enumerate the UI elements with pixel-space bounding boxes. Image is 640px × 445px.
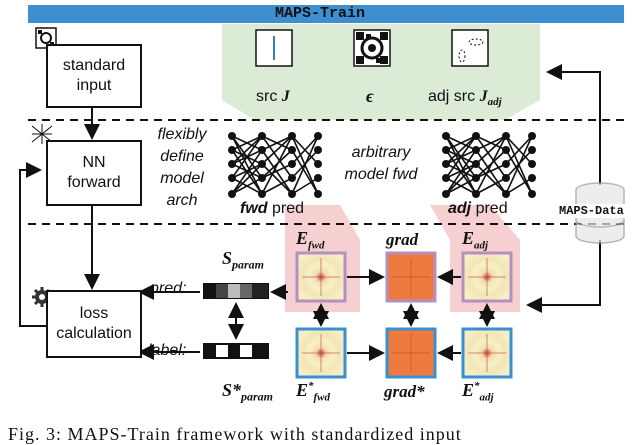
src-j-label: src J xyxy=(256,88,290,105)
standard-input-label: standard input xyxy=(62,57,126,94)
title-text: MAPS-Train xyxy=(274,5,365,22)
label-strip xyxy=(203,343,269,359)
e-adj-label: Eadj xyxy=(462,228,489,252)
grad-label: grad xyxy=(386,230,419,249)
nn-fwd xyxy=(231,135,319,195)
epsilon-label: ϵ xyxy=(366,86,374,106)
nn-forward-box: NN forward xyxy=(46,140,142,206)
network-icon xyxy=(31,124,53,144)
pred-strip xyxy=(203,283,269,299)
adj-pred-label: adj pred xyxy=(448,200,508,217)
flexibly-text: flexibly define model arch xyxy=(157,126,207,209)
fwd-pred-label: fwd pred xyxy=(240,200,305,217)
grad-star-label: grad* xyxy=(384,382,425,401)
nn-forward-label: NN forward xyxy=(67,154,121,191)
label-label: label: xyxy=(148,342,187,359)
e-fwd-star-label: E*fwd xyxy=(296,380,331,404)
standard-input-box: standard input xyxy=(46,44,142,108)
title-bar xyxy=(28,5,624,23)
diagram-canvas xyxy=(19,24,625,379)
s-param-star-label: S*param xyxy=(222,380,274,404)
pred-label: pred: xyxy=(150,280,187,297)
adj-src-label: adj src Jadj xyxy=(428,88,502,109)
nn-adj xyxy=(445,135,533,195)
maps-data-label: MAPS-Data xyxy=(558,204,625,218)
arbitrary-text: arbitrary model fwd xyxy=(344,144,418,183)
loss-calculation-box: loss calculation xyxy=(46,290,142,358)
s-param-label: Sparam xyxy=(222,248,265,272)
loss-calc-label: loss calculation xyxy=(56,305,132,342)
figure-caption: Fig. 3: MAPS-Train framework with standa… xyxy=(8,424,462,444)
e-adj-star-label: E*adj xyxy=(462,380,494,404)
e-fwd-label: Efwd xyxy=(296,228,325,252)
